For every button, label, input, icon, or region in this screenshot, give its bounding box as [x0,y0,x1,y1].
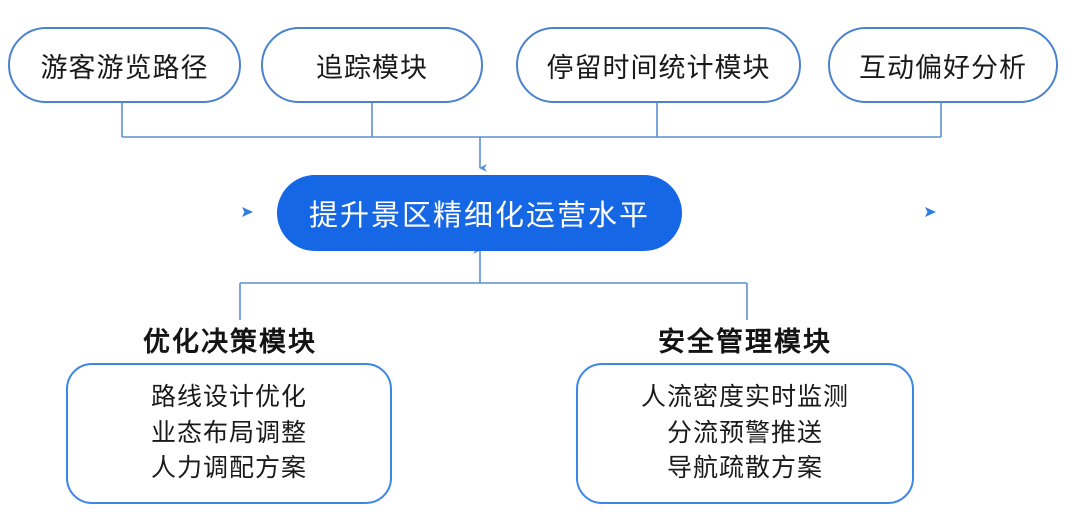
detail-left-item-2: 业态布局调整 [150,419,307,447]
top-node-1-label: 游客游览路径 [40,52,209,83]
center-goal-node[interactable]: 提升景区精细化运营水平 [277,175,682,251]
detail-right-item-2: 分流预警推送 [666,419,823,447]
detail-box-right[interactable]: 人流密度实时监测 分流预警推送 导航疏散方案 [576,363,914,504]
detail-right-item-3: 导航疏散方案 [666,455,823,483]
detail-box-left[interactable]: 路线设计优化 业态布局调整 人力调配方案 [66,363,392,504]
top-node-3-label: 停留时间统计模块 [546,52,771,83]
group-title-right: 安全管理模块 [595,320,895,359]
detail-right-item-1: 人流密度实时监测 [640,384,849,412]
group-title-left: 优化决策模块 [80,320,380,359]
detail-left-item-1: 路线设计优化 [150,384,307,412]
top-node-2[interactable]: 追踪模块 [261,27,483,103]
top-node-3[interactable]: 停留时间统计模块 [516,27,801,103]
top-node-4-label: 互动偏好分析 [859,52,1027,83]
detail-left-item-3: 人力调配方案 [150,455,307,483]
top-node-2-label: 追踪模块 [316,52,428,83]
top-node-4[interactable]: 互动偏好分析 [828,27,1058,103]
center-goal-label: 提升景区精细化运营水平 [308,200,650,232]
top-node-1[interactable]: 游客游览路径 [8,27,241,103]
group-title-left-label: 优化决策模块 [143,327,317,357]
group-title-right-label: 安全管理模块 [658,327,832,357]
